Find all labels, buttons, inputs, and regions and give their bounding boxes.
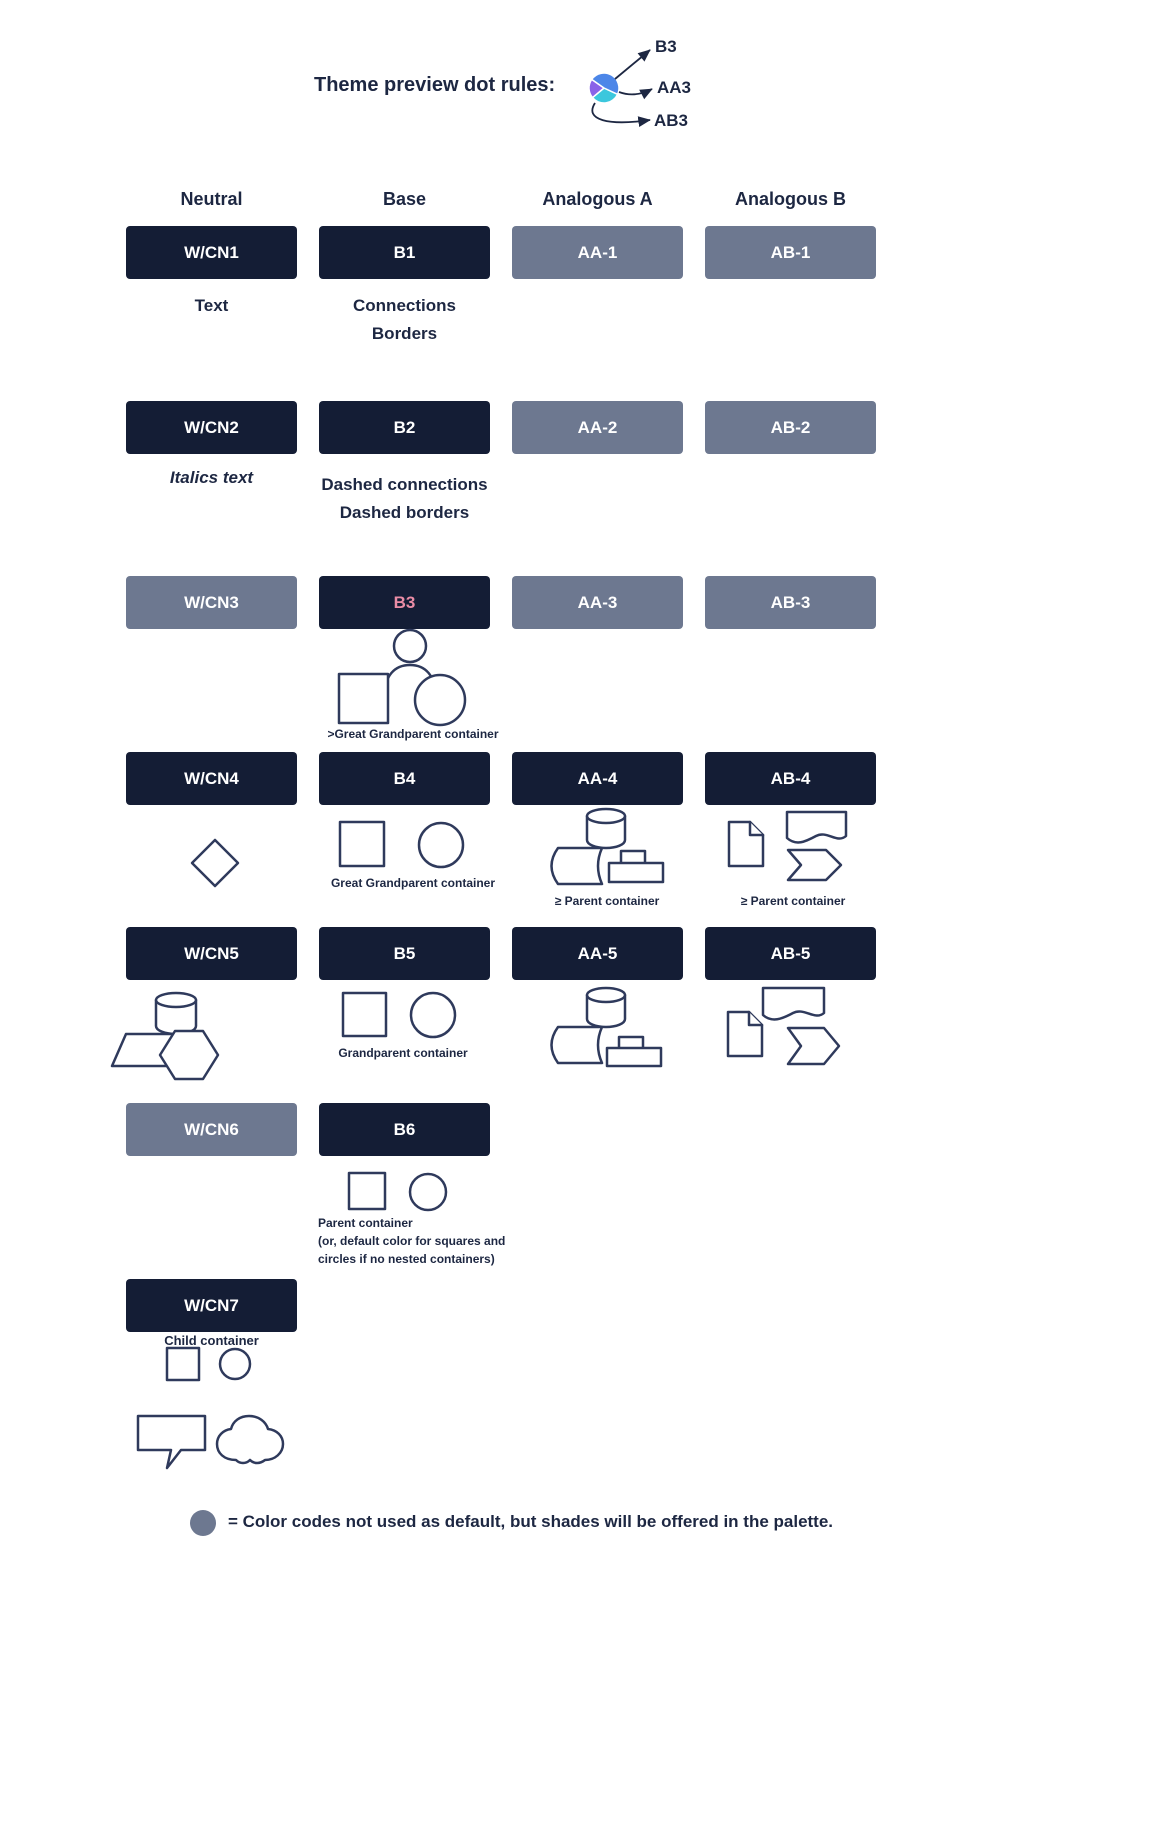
swatch-wcn6: W/CN6 bbox=[126, 1103, 297, 1156]
cloud-shape bbox=[212, 1413, 288, 1467]
annotation-dashed-borders: Dashed borders bbox=[339, 503, 470, 522]
annotation-grandparent: Grandparent container bbox=[338, 1046, 468, 1060]
swatch-ab3: AB-3 bbox=[705, 576, 876, 629]
cylinder-shape bbox=[584, 985, 628, 1029]
swatch-wcn7: W/CN7 bbox=[126, 1279, 297, 1332]
annotation-great-grandparent-gt: >Great Grandparent container bbox=[327, 727, 499, 741]
annotation-connections: Connections bbox=[353, 296, 456, 315]
swatch-b6: B6 bbox=[319, 1103, 490, 1156]
dot-label-b3: B3 bbox=[655, 37, 677, 56]
swatch-b3: B3 bbox=[319, 576, 490, 629]
swatch-wcn1: W/CN1 bbox=[126, 226, 297, 279]
annotation-parent-block: Parent container (or, default color for … bbox=[318, 1214, 528, 1268]
annotation-parent-note: (or, default color for squares and circl… bbox=[318, 1234, 506, 1266]
nested-rectangles-shape bbox=[605, 1035, 665, 1069]
hexagon-shape bbox=[157, 1028, 221, 1082]
column-header-analogous-b: Analogous B bbox=[735, 189, 846, 209]
circle-shape bbox=[408, 990, 458, 1040]
speech-bubble-shape bbox=[135, 1413, 209, 1471]
swatch-b5: B5 bbox=[319, 927, 490, 980]
square-shape bbox=[336, 671, 391, 726]
diamond-shape bbox=[189, 837, 241, 889]
person-shape bbox=[381, 627, 439, 701]
annotation-child-container: Child container bbox=[164, 1333, 259, 1348]
annotation-great-grandparent: Great Grandparent container bbox=[330, 876, 496, 890]
swatch-wcn4: W/CN4 bbox=[126, 752, 297, 805]
square-shape bbox=[164, 1345, 202, 1383]
swatch-b2: B2 bbox=[319, 401, 490, 454]
swatch-ab2: AB-2 bbox=[705, 401, 876, 454]
annotation-italics-text: Italics text bbox=[169, 468, 254, 487]
swatch-ab4: AB-4 bbox=[705, 752, 876, 805]
column-header-neutral: Neutral bbox=[180, 189, 243, 209]
cylinder-shape bbox=[584, 806, 628, 850]
document-shape bbox=[725, 1009, 765, 1059]
wavy-document-shape bbox=[761, 985, 827, 1027]
circle-shape bbox=[217, 1346, 253, 1382]
swatch-aa5: AA-5 bbox=[512, 927, 683, 980]
square-shape bbox=[346, 1170, 388, 1212]
swatch-wcn2: W/CN2 bbox=[126, 401, 297, 454]
chevron-shape bbox=[785, 847, 845, 883]
theme-preview-dot-icon bbox=[588, 72, 620, 104]
square-shape bbox=[340, 990, 389, 1039]
circle-shape bbox=[407, 1171, 449, 1213]
dot-label-aa3: AA3 bbox=[657, 78, 692, 97]
annotation-borders: Borders bbox=[371, 324, 438, 343]
annotation-parent-title: Parent container bbox=[318, 1216, 413, 1230]
swatch-aa4: AA-4 bbox=[512, 752, 683, 805]
stored-data-shape bbox=[543, 1024, 605, 1066]
swatch-ab5: AB-5 bbox=[705, 927, 876, 980]
legend-text: = Color codes not used as default, but s… bbox=[228, 1512, 834, 1531]
dot-rule-arrows bbox=[591, 49, 653, 127]
diagram-title: Theme preview dot rules: bbox=[314, 74, 556, 96]
annotation-parent-aa4: ≥ Parent container bbox=[554, 894, 660, 908]
column-header-base: Base bbox=[382, 189, 427, 209]
legend-dot bbox=[190, 1510, 216, 1536]
dot-label-ab3: AB3 bbox=[654, 111, 689, 130]
swatch-aa3: AA-3 bbox=[512, 576, 683, 629]
square-shape bbox=[337, 819, 387, 869]
circle-shape bbox=[412, 672, 468, 728]
annotation-text: Text bbox=[194, 296, 229, 315]
swatch-b1: B1 bbox=[319, 226, 490, 279]
swatch-ab1: AB-1 bbox=[705, 226, 876, 279]
swatch-b4: B4 bbox=[319, 752, 490, 805]
cylinder-shape bbox=[153, 990, 199, 1036]
swatch-wcn5: W/CN5 bbox=[126, 927, 297, 980]
annotation-parent-ab4: ≥ Parent container bbox=[740, 894, 846, 908]
nested-rectangles-shape bbox=[607, 849, 667, 885]
swatch-aa2: AA-2 bbox=[512, 401, 683, 454]
column-header-analogous-a: Analogous A bbox=[542, 189, 653, 209]
swatch-wcn3: W/CN3 bbox=[126, 576, 297, 629]
stored-data-shape bbox=[543, 845, 605, 887]
wavy-document-shape bbox=[785, 809, 849, 849]
circle-shape bbox=[416, 820, 466, 870]
document-shape bbox=[726, 819, 766, 869]
annotation-dashed-connections: Dashed connections bbox=[321, 475, 488, 494]
swatch-aa1: AA-1 bbox=[512, 226, 683, 279]
chevron-shape bbox=[785, 1025, 843, 1067]
